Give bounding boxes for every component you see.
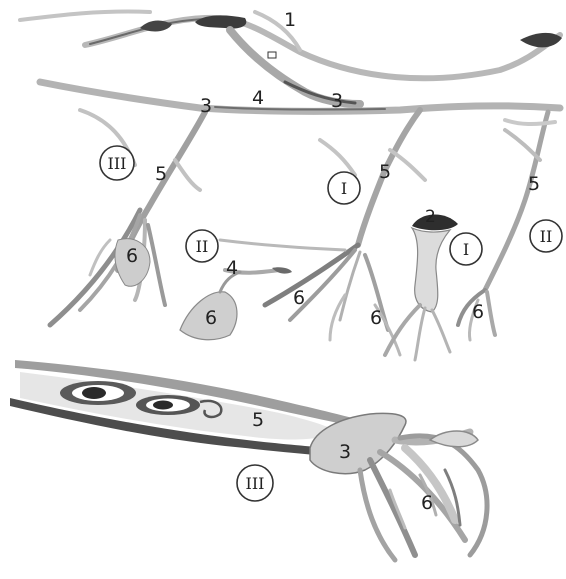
bottom-junction-bulb (310, 413, 406, 473)
roman-ii-left: II (196, 237, 209, 256)
label-3-left: 3 (200, 95, 212, 117)
roman-i-right: I (463, 240, 469, 259)
fan-right (458, 33, 562, 340)
cell-nucleus-2 (153, 401, 173, 410)
roman-ii-right: II (540, 227, 553, 246)
label-4-top: 4 (252, 87, 264, 109)
label-6-center: 6 (370, 307, 382, 329)
bottom-label-6: 6 (421, 492, 433, 514)
bottom-label-3: 3 (339, 441, 351, 463)
bottom-label-5: 5 (252, 409, 264, 431)
fan-left (50, 210, 165, 325)
roman-iii-bottom: III (246, 474, 265, 493)
fan-center (265, 245, 400, 355)
label-4-mid: 4 (226, 257, 238, 279)
cell-nucleus-1 (82, 387, 106, 399)
small-box-marker (268, 52, 276, 58)
roman-iii-top: III (108, 154, 127, 173)
label-2: 2 (425, 207, 436, 227)
label-6-left: 6 (126, 245, 138, 267)
roman-i-left: I (341, 179, 347, 198)
label-1: 1 (284, 9, 296, 31)
label-6-mid: 6 (293, 287, 305, 309)
label-3-right: 3 (331, 90, 343, 112)
label-5-right: 5 (528, 173, 540, 195)
vessel-upper-oblique-dark (90, 19, 205, 44)
label-6-right: 6 (472, 301, 484, 323)
dark-patch-top-left (140, 21, 172, 32)
bottom-panel: 5 3 6 III (10, 360, 487, 560)
label-5-left: 5 (155, 163, 167, 185)
label-5-center: 5 (379, 161, 391, 183)
trunk-two (385, 214, 458, 360)
top-panel: 1 3 4 3 5 5 5 2 6 4 6 6 6 6 III I II I I… (20, 9, 562, 360)
label-6-small: 6 (205, 307, 217, 329)
